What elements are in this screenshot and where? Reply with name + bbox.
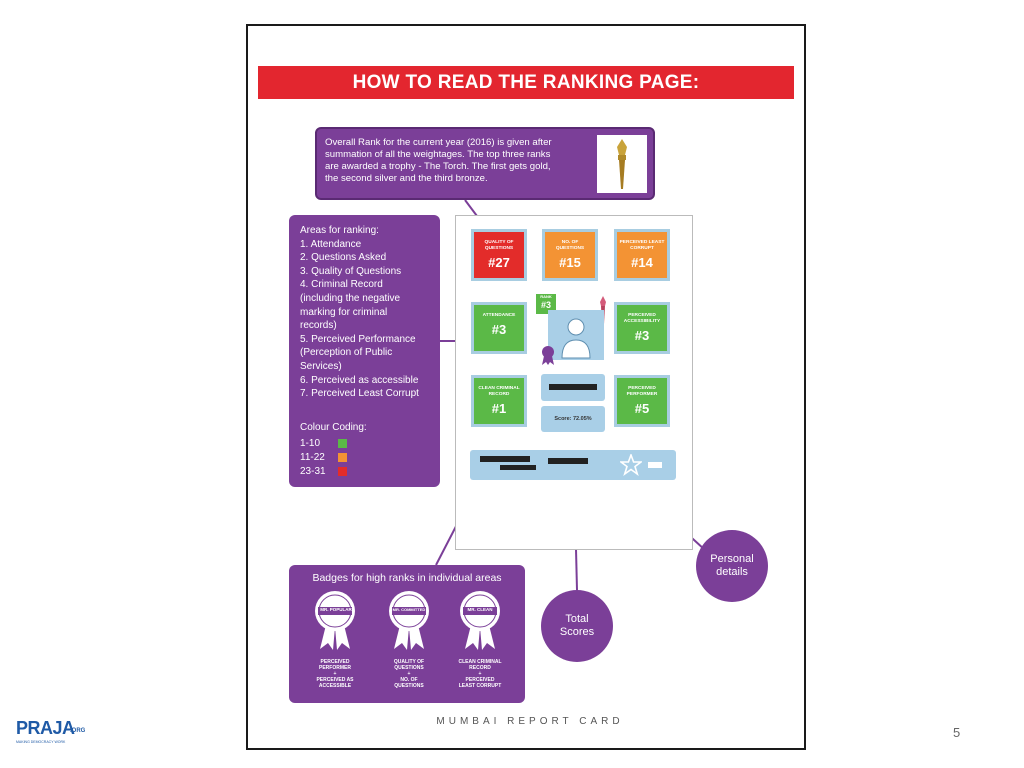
area-item: Services) bbox=[300, 360, 342, 372]
praja-logo: PRAJA .ORG MAKING DEMOCRACY WORK bbox=[16, 716, 86, 750]
tile-perceived-accessibility: PERCEIVED ACCESSIBILITY #3 bbox=[614, 302, 670, 354]
colour-coding-title: Colour Coding: bbox=[300, 422, 367, 433]
personal-details-bar bbox=[470, 450, 676, 480]
badge-popular-ribbon: MR. POPULAR bbox=[320, 607, 352, 612]
overall-rank-text: Overall Rank for the current year (2016)… bbox=[325, 137, 552, 184]
badge-popular-caption: PERCEIVED PERFORMER + PERCEIVED AS ACCES… bbox=[316, 659, 354, 689]
tile-no-of-questions: NO. OF QUESTIONS #15 bbox=[542, 229, 598, 281]
badges-callout: Badges for high ranks in individual area… bbox=[289, 565, 525, 703]
areas-title: Areas for ranking: bbox=[300, 225, 379, 236]
name-bar bbox=[541, 374, 605, 401]
colour-range-green: 1-10 bbox=[300, 438, 321, 449]
person-icon bbox=[561, 318, 591, 359]
total-scores-callout: Total Scores bbox=[541, 590, 613, 662]
torch-icon bbox=[617, 139, 627, 189]
logo-wordmark: PRAJA bbox=[16, 718, 75, 738]
tile-attendance: ATTENDANCE #3 bbox=[471, 302, 527, 354]
tile-quality-of-questions: QUALITY OF QUESTIONS #27 bbox=[471, 229, 527, 281]
sample-report-card: QUALITY OF QUESTIONS #27 NO. OF QUESTION… bbox=[455, 215, 693, 550]
overall-rank-badge: RANK #3 bbox=[536, 294, 556, 314]
ribbon-badge-icon bbox=[542, 346, 554, 365]
tile-perceived-least-corrupt: PERCEIVED LEAST CORRUPT #14 bbox=[614, 229, 670, 281]
tile-clean-criminal-record: CLEAN CRIMINAL RECORD #1 bbox=[471, 375, 527, 427]
logo-tagline: MAKING DEMOCRACY WORK bbox=[16, 740, 66, 744]
badges-title: Badges for high ranks in individual area… bbox=[312, 572, 502, 584]
area-item: 7. Perceived Least Corrupt bbox=[300, 388, 419, 400]
representative-photo bbox=[548, 310, 604, 360]
tile-perceived-performer: PERCEIVED PERFORMER #5 bbox=[614, 375, 670, 427]
badge-clean-caption: CLEAN CRIMINAL RECORD + PERCEIVED LEAST … bbox=[458, 659, 502, 689]
swatch-green bbox=[338, 439, 347, 448]
page-number: 5 bbox=[953, 725, 961, 740]
score-bar: Score: 72.05% bbox=[541, 406, 605, 432]
area-item: records) bbox=[300, 320, 337, 332]
badge-committed-ribbon: MR. COMMITTED bbox=[392, 607, 426, 612]
redacted-detail bbox=[548, 458, 588, 464]
area-item: (including the negative bbox=[300, 292, 401, 304]
personal-details-callout: Personal details bbox=[696, 530, 768, 602]
badge-clean-ribbon: MR. CLEAN bbox=[467, 607, 493, 612]
area-item: 3. Quality of Questions bbox=[300, 265, 402, 277]
swatch-red bbox=[338, 467, 347, 476]
torch-trophy-image bbox=[597, 135, 647, 193]
page-banner: HOW TO READ THE RANKING PAGE: bbox=[258, 66, 794, 99]
white-chip bbox=[648, 462, 662, 468]
area-item: marking for criminal bbox=[300, 306, 388, 318]
colour-range-orange: 11-22 bbox=[300, 452, 325, 463]
badge-popular-icon bbox=[315, 591, 355, 650]
areas-for-ranking-callout: Areas for ranking: 1. Attendance 2. Ques… bbox=[289, 215, 440, 487]
overall-rank-callout: Overall Rank for the current year (2016)… bbox=[315, 127, 655, 200]
redacted-name bbox=[549, 384, 597, 390]
badge-committed-caption: QUALITY OF QUESTIONS + NO. OF QUESTIONS bbox=[393, 659, 425, 689]
area-item: 6. Perceived as accessible bbox=[300, 374, 419, 386]
star-icon bbox=[620, 454, 642, 476]
area-item: 4. Criminal Record bbox=[300, 279, 383, 291]
logo-suffix: .ORG bbox=[70, 728, 86, 734]
area-item: (Perception of Public bbox=[300, 347, 393, 359]
area-item: 1. Attendance bbox=[300, 238, 362, 250]
area-item: 2. Questions Asked bbox=[300, 252, 387, 264]
area-item: 5. Perceived Performance bbox=[300, 333, 416, 345]
redacted-detail bbox=[480, 456, 530, 462]
report-card-footer: MUMBAI REPORT CARD bbox=[436, 716, 624, 727]
colour-range-red: 23-31 bbox=[300, 466, 326, 477]
redacted-detail bbox=[500, 465, 536, 470]
badge-committed-icon bbox=[389, 591, 429, 650]
swatch-orange bbox=[338, 453, 347, 462]
badge-clean-icon bbox=[460, 591, 500, 650]
